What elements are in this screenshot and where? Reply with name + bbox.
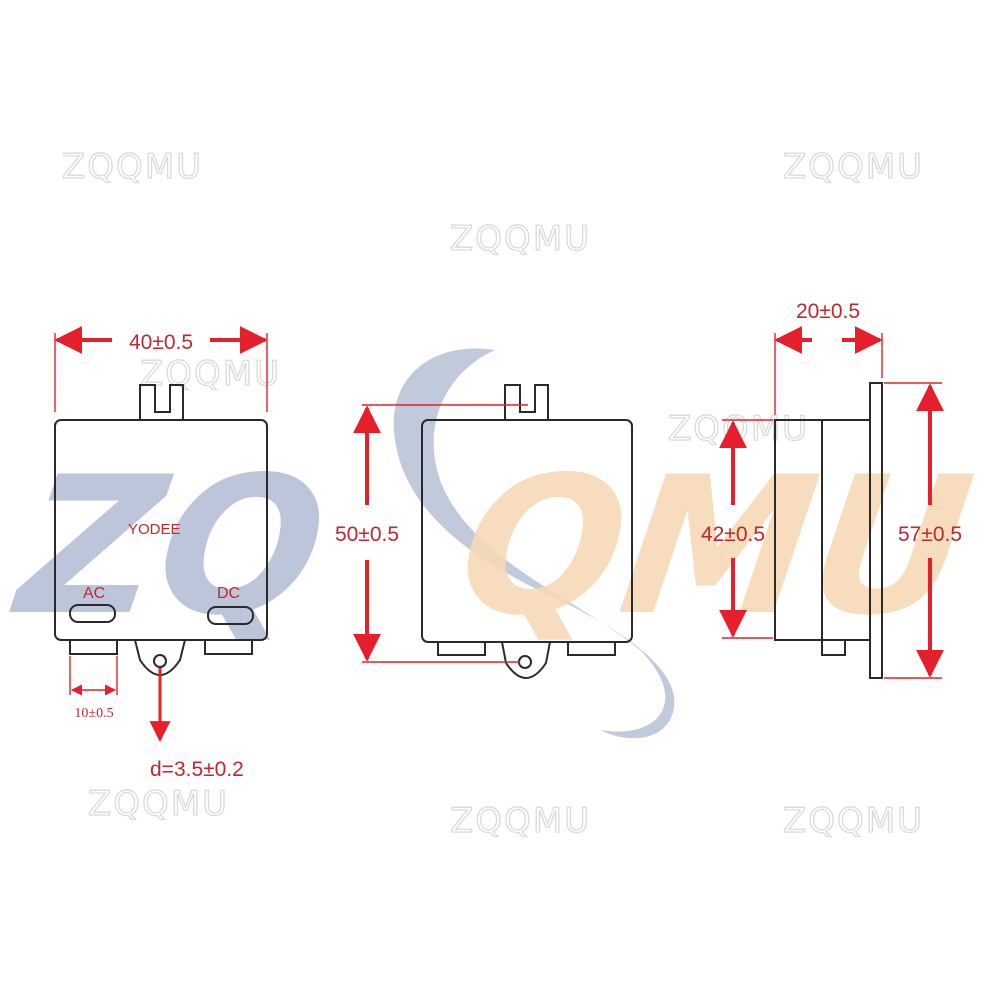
watermark-small: ZQQMU — [450, 219, 591, 259]
depth-dimension-label: 20±0.5 — [796, 300, 860, 323]
front-top-tab — [139, 384, 184, 420]
watermark-small: ZQQMU — [62, 147, 203, 187]
total-height-dimension — [884, 382, 944, 679]
front-view — [54, 384, 268, 676]
depth-dimension — [774, 326, 883, 415]
side-pin — [821, 640, 846, 656]
watermark-small: ZQQMU — [88, 784, 229, 824]
pin-width-label: 10±0.5 — [74, 706, 113, 721]
front-body — [54, 419, 268, 641]
body-height-dimension — [719, 419, 773, 639]
pin-width-dimension — [69, 656, 118, 696]
side-mount-plate — [869, 382, 883, 679]
side-view — [774, 382, 883, 679]
front-right-pin — [204, 640, 253, 655]
back-view — [421, 384, 633, 679]
back-top-tab — [504, 384, 549, 420]
height-dimension — [353, 404, 528, 663]
width-dimension — [54, 326, 268, 412]
height-dimension-label: 50±0.5 — [335, 523, 399, 546]
watermark-small: ZQQMU — [140, 354, 281, 394]
watermark-logo: ZQ QMU — [3, 348, 984, 739]
dc-terminal-slot — [207, 606, 254, 625]
back-left-pin — [437, 642, 486, 656]
watermark-big-left: ZQ — [3, 437, 338, 658]
watermark-small: ZQQMU — [450, 801, 591, 841]
watermark-small: ZQQMU — [783, 147, 924, 187]
width-dimension-label: 40±0.5 — [129, 331, 193, 354]
back-bottom-tab — [501, 641, 551, 679]
back-right-pin — [567, 642, 616, 656]
ac-terminal-slot — [69, 604, 116, 623]
hole-diameter-label: d=3.5±0.2 — [150, 758, 244, 781]
front-left-pin — [69, 640, 118, 655]
brand-label: YODEE — [128, 521, 181, 538]
back-mount-hole — [518, 655, 532, 669]
back-body — [421, 419, 633, 643]
watermark-small: ZQQMU — [668, 409, 809, 449]
total-height-label: 57±0.5 — [898, 523, 962, 546]
ac-label: AC — [83, 585, 105, 602]
watermark-small: ZQQMU — [783, 801, 924, 841]
watermark-big-right: QMU — [448, 437, 984, 658]
watermark-swoosh — [393, 348, 675, 739]
front-mount-hole — [153, 654, 167, 668]
dc-label: DC — [217, 585, 240, 602]
body-height-label: 42±0.5 — [701, 523, 765, 546]
